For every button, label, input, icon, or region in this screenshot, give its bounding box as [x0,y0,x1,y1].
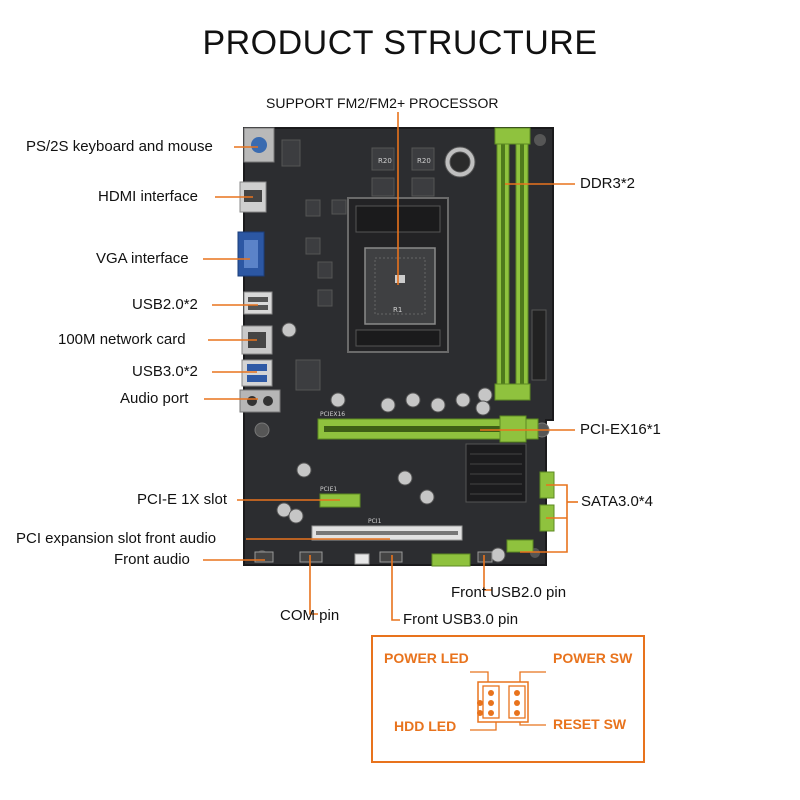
ddr3-slots [494,127,547,401]
label-ddr3: DDR3*2 [580,175,636,192]
pin-label-power-sw: POWER SW [553,650,633,666]
mark-pcie1: PCIE1 [320,486,337,493]
page-title: PRODUCT STRUCTURE [202,24,598,62]
label-usb3: USB3.0*2 [132,363,198,380]
pci-slot [311,525,463,541]
label-vga: VGA interface [96,250,189,267]
label-usb2: USB2.0*2 [132,296,198,313]
front-panel-box [371,635,645,763]
label-ps2: PS/2S keyboard and mouse [26,138,213,155]
pin-label-hdd-led: HDD LED [394,718,457,734]
label-pci-front-audio: PCI expansion slot front audio [16,530,217,547]
chipset-heatsink [465,443,527,503]
pciex16-slot [317,415,539,443]
vrm-components [281,139,435,391]
mark-pci1: PCI1 [368,518,382,525]
capacitors [276,146,506,563]
mark-r20-b: R20 [417,157,431,165]
pin-label-power-led: POWER LED [384,650,469,666]
label-hdmi: HDMI interface [98,188,199,205]
label-front-usb3: Front USB3.0 pin [403,611,519,628]
label-front-audio: Front audio [114,551,190,568]
label-audio: Audio port [120,390,189,407]
mark-pciex16: PCIEX16 [320,411,345,418]
leader-lines [203,112,578,621]
rear-io [237,127,281,413]
label-processor: SUPPORT FM2/FM2+ PROCESSOR [266,95,499,111]
mark-r1: R1 [393,306,402,314]
mark-r20-a: R20 [378,157,392,165]
label-sata: SATA3.0*4 [581,493,653,510]
label-com: COM pin [280,607,340,624]
label-network: 100M network card [58,331,186,348]
label-pcie1x: PCI-E 1X slot [137,491,228,508]
label-pciex16: PCI-EX16*1 [580,421,661,438]
label-front-usb2: Front USB2.0 pin [451,584,567,601]
front-headers [254,551,493,567]
pin-label-reset-sw: RESET SW [553,716,627,732]
